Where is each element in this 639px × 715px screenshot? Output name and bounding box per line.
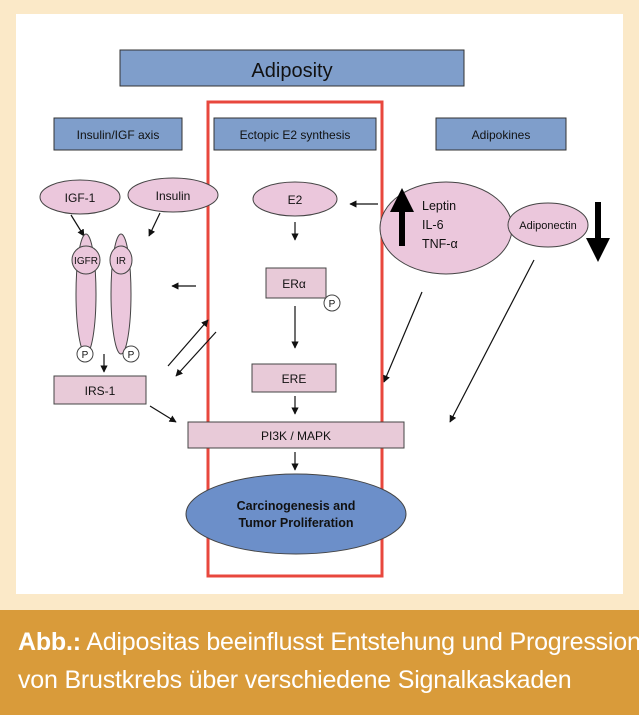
arrow-igf1-to-igfr — [70, 214, 85, 237]
adiponectin-label: Adiponectin — [519, 220, 577, 232]
irs1-label: IRS-1 — [85, 384, 116, 398]
ir-phospho-circle — [122, 345, 140, 363]
tnf-alpha-label: TNF-α — [422, 237, 458, 251]
era-box — [265, 267, 327, 299]
irs1-box — [53, 375, 147, 405]
ectopic-e2-synthesis-label: Ectopic E2 synthesis — [240, 128, 351, 142]
igfr-head — [71, 245, 101, 275]
ectopic-e2-highlight-frame — [206, 100, 384, 578]
adipokines-label: Adipokines — [472, 128, 531, 142]
ectopic-e2-synthesis-box — [213, 117, 377, 151]
arrow-insulin-to-ir — [148, 212, 161, 237]
figure-caption: Abb.: Adipositas beeinflusst Entstehung … — [0, 610, 639, 715]
igfr-phospho-circle — [76, 345, 94, 363]
adipokines-box — [435, 117, 567, 151]
leptin-label: Leptin — [422, 199, 456, 213]
pi3k-mapk-label: PI3K / MAPK — [261, 429, 331, 443]
igfr-phospho-label: P — [82, 350, 89, 361]
adiposity-box — [119, 49, 465, 87]
adiponectin-node — [507, 202, 589, 248]
arrow-adiponectin-to-pi3k — [449, 259, 535, 423]
ere-label: ERE — [282, 372, 307, 386]
arrow-irs1-to-pi3k — [149, 405, 177, 423]
ir-label: IR — [116, 256, 126, 267]
il6-label: IL-6 — [422, 218, 444, 232]
outcome-line1: Carcinogenesis and — [237, 499, 356, 513]
figure-panel: Adiposity Insulin/IGF axis Ectopic E2 sy… — [16, 14, 623, 594]
adiposity-title: Adiposity — [251, 60, 332, 82]
arrow-era-to-irs1 — [175, 331, 217, 377]
ir-head — [109, 245, 133, 275]
era-label: ERα — [282, 277, 306, 291]
igf1-label: IGF-1 — [65, 191, 96, 205]
insulin-igf-axis-box — [53, 117, 183, 151]
era-phospho-circle — [323, 294, 341, 312]
arrow-irs1-to-era — [167, 319, 209, 367]
ir-phospho-label: P — [128, 350, 135, 361]
outcome-line2: Tumor Proliferation — [238, 516, 353, 530]
insulin-node — [127, 177, 219, 213]
e2-label: E2 — [288, 193, 303, 207]
pi3k-mapk-box — [187, 421, 405, 449]
igfr-label: IGFR — [74, 256, 98, 267]
arrow-adipokines-to-ere — [383, 291, 423, 383]
caption-line-1-text: Adipositas beeinflusst Entstehung und Pr… — [80, 628, 639, 656]
ere-box — [251, 363, 337, 393]
signaling-diagram: Adiposity Insulin/IGF axis Ectopic E2 sy… — [39, 49, 610, 578]
igf1-node — [39, 179, 121, 215]
outcome-node — [185, 473, 407, 555]
caption-label: Abb.: — [18, 628, 81, 656]
caption-line-2: von Brustkrebs über verschiedene Signalk… — [18, 666, 572, 694]
era-phospho-label: P — [329, 299, 336, 310]
insulin-igf-axis-label: Insulin/IGF axis — [77, 128, 160, 142]
e2-node — [252, 181, 338, 217]
caption-line-1: Abb.: Adipositas beeinflusst Entstehung … — [18, 628, 639, 657]
insulin-label: Insulin — [156, 189, 191, 203]
